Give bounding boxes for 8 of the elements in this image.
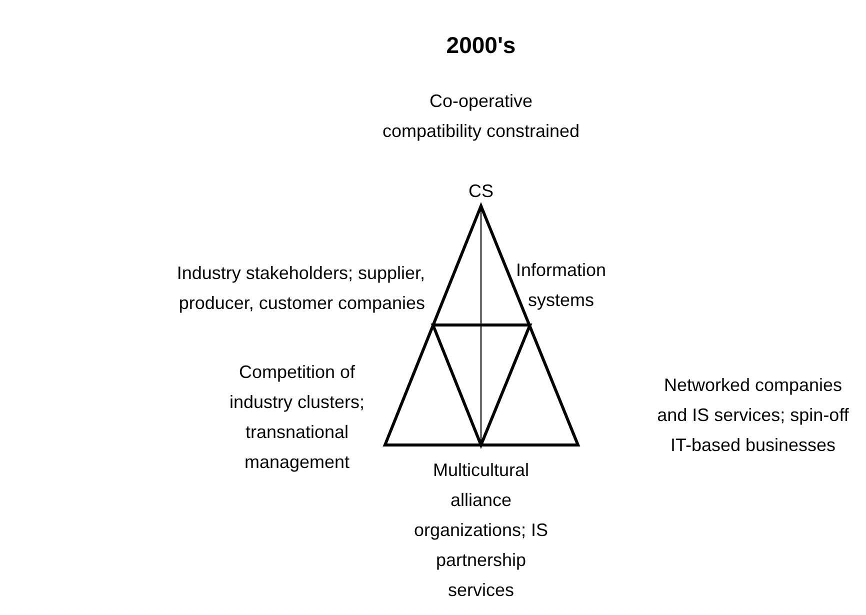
label: CS	[467, 180, 494, 203]
label: Competition of industry clusters; transnational management	[228, 361, 366, 474]
title: 2000's	[445, 32, 517, 59]
label: Information systems	[514, 259, 608, 312]
label: Networked companies and IS services; spin-off IT-based businesses	[656, 374, 850, 457]
label: Co-operative compatibility constrained	[381, 90, 581, 143]
label: Multicultural alliance organizations; IS partnership services	[412, 459, 550, 602]
label: Industry stakeholders; supplier, producer, customer companies	[176, 262, 425, 315]
